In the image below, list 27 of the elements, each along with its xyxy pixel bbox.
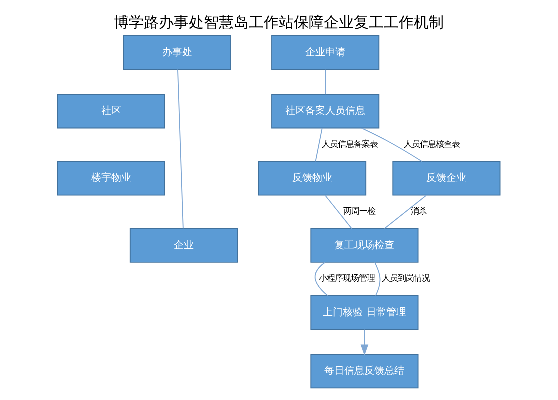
diagram-title: 博学路办事处智慧岛工作站保障企业复工工作机制 xyxy=(114,13,444,32)
node-box: 办事处 xyxy=(123,36,232,70)
node-box: 反馈企业 xyxy=(392,161,501,196)
connector xyxy=(324,195,352,230)
node-box: 企业申请 xyxy=(272,36,380,70)
connector xyxy=(315,128,323,162)
node-box: 反馈物业 xyxy=(258,161,367,196)
arrow xyxy=(360,329,369,356)
node-box: 企业 xyxy=(130,228,238,263)
node-box: 每日信息反馈总结 xyxy=(310,354,419,389)
node-box: 社区 xyxy=(57,94,166,129)
edge-label: 人员到岗情况 xyxy=(382,273,430,284)
node-box: 复工现场检查 xyxy=(310,228,419,263)
node-box: 楼宇物业 xyxy=(57,161,166,196)
edge-label: 人员信息备案表 xyxy=(322,139,378,150)
connector xyxy=(384,195,427,230)
edge-label: 两周一检 xyxy=(344,206,376,216)
connector xyxy=(314,262,328,296)
edge-label: 消杀 xyxy=(411,206,428,216)
node-box: 上门核验 日常管理 xyxy=(310,296,419,330)
connector xyxy=(361,128,423,162)
edge-label: 人员信息核查表 xyxy=(404,139,460,150)
edge-label: 小程序现场管理 xyxy=(319,273,376,284)
connector xyxy=(374,262,381,296)
connector xyxy=(178,69,184,230)
node-box: 社区备案人员信息 xyxy=(272,94,380,129)
connector xyxy=(325,69,326,96)
